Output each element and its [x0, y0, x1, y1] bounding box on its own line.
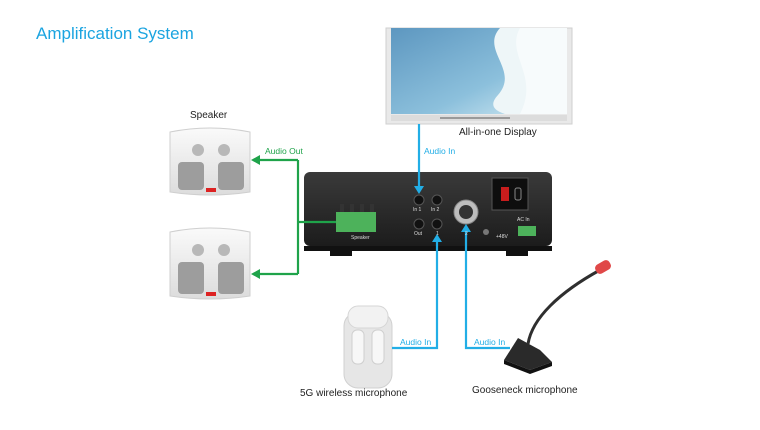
- amp-label-channel2: 2: [465, 231, 468, 237]
- speaker-bottom: [169, 227, 251, 300]
- connections: [251, 124, 510, 350]
- all-in-one-display: [385, 27, 573, 125]
- amp-label-in1: In 1: [413, 207, 422, 213]
- wireless-microphone: [343, 305, 393, 389]
- display-label: All-in-one Display: [459, 127, 537, 138]
- audio-out-label: Audio Out: [265, 146, 303, 156]
- speaker-top: [169, 127, 251, 196]
- amplifier: [304, 172, 552, 256]
- wireless-audio-in-label: Audio In: [400, 337, 432, 347]
- amp-label-phantom: +48V: [496, 234, 508, 240]
- gooseneck-mic-label: Gooseneck microphone: [472, 385, 578, 396]
- gooseneck-microphone: [504, 260, 611, 374]
- amp-label-out: Out: [414, 231, 423, 237]
- amp-label-ac-in: AC In: [517, 217, 530, 223]
- gooseneck-audio-in-label: Audio In: [474, 337, 506, 347]
- page-title: Amplification System: [36, 24, 194, 43]
- wireless-mic-label: 5G wireless microphone: [300, 388, 408, 399]
- amp-label-channel1: 1: [436, 231, 439, 237]
- amp-label-in2: In 2: [431, 207, 440, 213]
- speaker-label: Speaker: [190, 110, 228, 121]
- display-audio-in-label: Audio In: [424, 146, 456, 156]
- amp-label-speaker: Speaker: [351, 235, 370, 241]
